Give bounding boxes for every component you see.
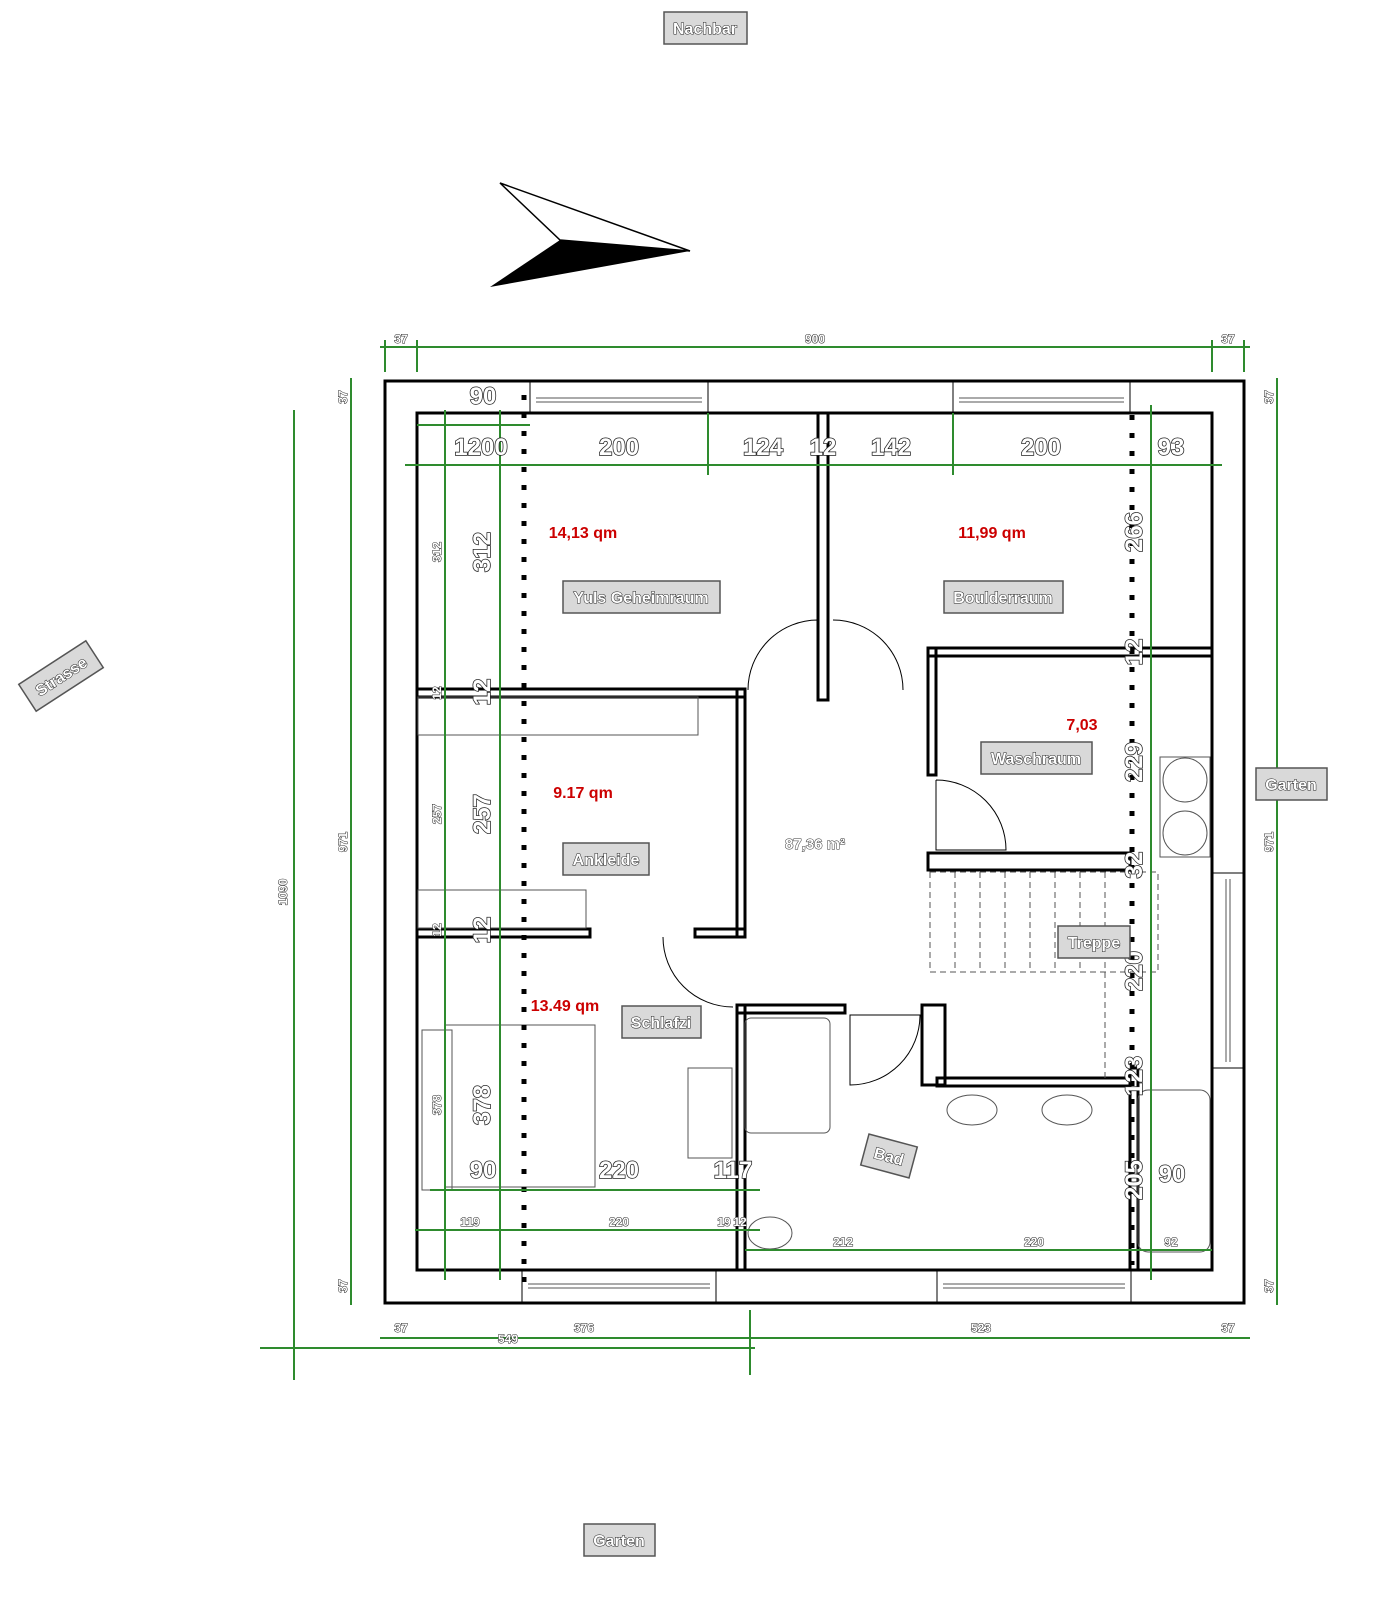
dim-label: 124 xyxy=(743,434,784,461)
dim-label: 12 xyxy=(469,917,496,944)
north-arrow-icon xyxy=(490,182,691,287)
dim-label: 1090 xyxy=(276,878,290,905)
dim-label: 37 xyxy=(336,1279,350,1293)
dim-label: 220 xyxy=(1024,1235,1044,1249)
label-strasse: Strasse xyxy=(17,639,105,713)
area-boulder: 11,99 qm xyxy=(958,525,1026,542)
dim-label: 37 xyxy=(1221,332,1235,346)
dim-label: 37 xyxy=(394,1321,408,1335)
staircase xyxy=(929,871,1159,1078)
dim-label: 257 xyxy=(430,804,444,824)
dim-label: 93 xyxy=(1158,434,1185,461)
dim-label: 12 xyxy=(430,923,444,937)
dim-label: 90 xyxy=(1159,1161,1186,1188)
label-schlafzi: Schlafzi xyxy=(621,1005,702,1039)
label-garten-bottom: Garten xyxy=(583,1523,656,1557)
dim-label: 37 xyxy=(394,332,408,346)
dim-label: 229 xyxy=(1121,742,1148,782)
furniture xyxy=(417,696,1211,1253)
dim-label: 220 xyxy=(609,1215,629,1229)
dim-label: 90 xyxy=(470,1157,497,1184)
dim-label: 90 xyxy=(470,383,497,410)
dimension-lines xyxy=(260,340,1278,1380)
area-ankleide: 9.17 qm xyxy=(553,785,613,802)
total-area: 87,36 m² xyxy=(785,836,845,853)
dim-label: 200 xyxy=(599,434,639,461)
dim-label: 37 xyxy=(336,390,350,404)
area-wasch: 7,03 xyxy=(1066,717,1097,734)
svg-text:Garten: Garten xyxy=(1265,777,1317,794)
svg-text:Garten: Garten xyxy=(593,1533,645,1550)
interior-walls xyxy=(415,411,1214,1272)
dim-label: 523 xyxy=(971,1321,991,1335)
bathtub xyxy=(1137,1089,1211,1253)
svg-text:Nachbar: Nachbar xyxy=(673,21,737,38)
room-areas: 14,13 qm 11,99 qm 7,03 9.17 qm 13.49 qm … xyxy=(531,525,1098,1015)
svg-text:Schlafzi: Schlafzi xyxy=(631,1015,691,1032)
dim-label: 142 xyxy=(871,434,911,461)
dim-label: 12 xyxy=(430,686,444,700)
svg-text:Boulderraum: Boulderraum xyxy=(953,590,1053,607)
svg-text:Waschraum: Waschraum xyxy=(991,751,1081,768)
dim-label: 37 xyxy=(1262,1279,1276,1293)
dim-label: 266 xyxy=(1121,512,1148,552)
label-treppe: Treppe xyxy=(1057,925,1131,959)
dim-label: 376 xyxy=(574,1321,594,1335)
label-yuls: Yuls Geheimraum xyxy=(562,580,721,614)
label-nachbar: Nachbar xyxy=(663,11,748,45)
exterior-walls xyxy=(383,379,1246,1305)
label-ankleide: Ankleide xyxy=(562,842,650,876)
label-garten-right: Garten xyxy=(1255,767,1328,801)
dim-label: 212 xyxy=(833,1235,853,1249)
dim-label: 257 xyxy=(469,794,496,834)
dim-label: 12 xyxy=(1121,639,1148,666)
washing-machine xyxy=(1162,757,1208,803)
dim-label: 123 xyxy=(1121,1056,1148,1096)
dim-label: 119 xyxy=(460,1215,480,1229)
label-bad: Bad xyxy=(859,1133,919,1179)
dim-label: 378 xyxy=(469,1085,496,1125)
dim-label: 900 xyxy=(805,332,825,346)
svg-text:Ankleide: Ankleide xyxy=(573,852,640,869)
dim-label: 37 xyxy=(1262,390,1276,404)
dim-label: 92 xyxy=(1164,1235,1178,1249)
label-wasch: Waschraum xyxy=(980,741,1093,775)
area-yuls: 14,13 qm xyxy=(549,525,617,542)
dim-label: 549 xyxy=(498,1332,518,1346)
dim-label: 378 xyxy=(430,1095,444,1115)
dim-label: 12 xyxy=(469,679,496,706)
svg-text:Yuls Geheimraum: Yuls Geheimraum xyxy=(573,590,708,607)
dim-label: 312 xyxy=(430,542,444,562)
dim-label: 117 xyxy=(714,1157,753,1184)
dim-label: 12 xyxy=(733,1215,747,1229)
dim-label: 220 xyxy=(599,1157,639,1184)
dryer xyxy=(1162,810,1208,856)
label-boulder: Boulderraum xyxy=(943,580,1064,614)
dim-label: 37 xyxy=(1221,1321,1235,1335)
toilet xyxy=(747,1216,793,1250)
sink xyxy=(946,1094,998,1126)
shower xyxy=(744,1017,831,1134)
dim-label: 12 xyxy=(810,434,837,461)
svg-text:Treppe: Treppe xyxy=(1068,935,1121,952)
bed xyxy=(444,1024,596,1188)
room-labels: Nachbar Yuls Geheimraum Boulderraum Wasc… xyxy=(17,11,1328,1557)
sink xyxy=(1041,1094,1093,1126)
dim-label: 32 xyxy=(1121,852,1148,879)
area-schlafzi: 13.49 qm xyxy=(531,998,599,1015)
dim-label: 971 xyxy=(336,832,350,852)
dim-label: 1200 xyxy=(454,434,507,461)
dim-label: 200 xyxy=(1021,434,1061,461)
dimension-labels: 37 900 37 90 1200 200 124 12 142 200 93 … xyxy=(276,332,1277,1347)
dim-label: 971 xyxy=(1262,832,1276,852)
dim-label: 312 xyxy=(469,532,496,572)
dim-label: 19 xyxy=(717,1215,731,1229)
dim-label: 205 xyxy=(1121,1160,1148,1200)
